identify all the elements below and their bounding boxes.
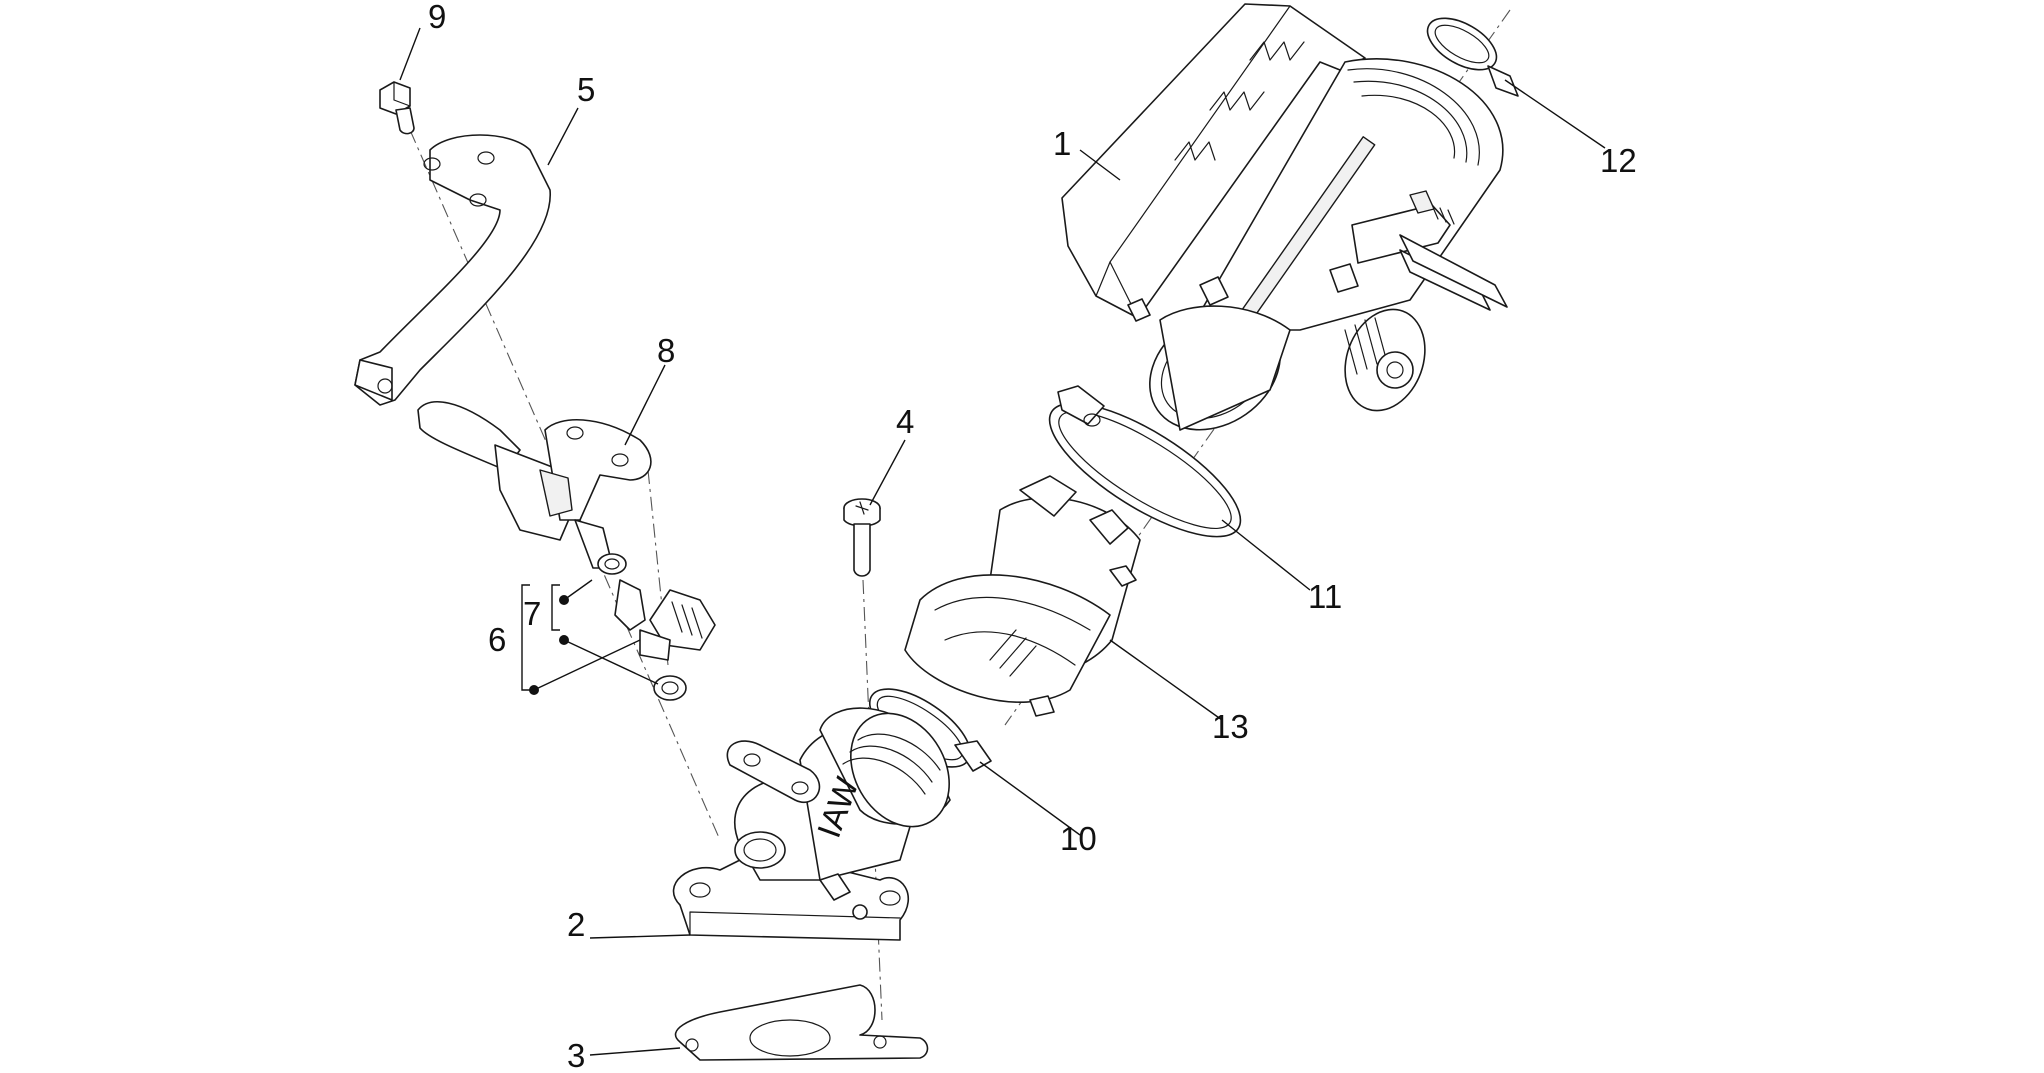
callout-10: 10 [1060,820,1097,857]
callout-4: 4 [896,403,914,440]
leader-lines [399,27,1606,1056]
screw [843,498,881,577]
support-bracket [354,134,551,406]
callout-13: 13 [1212,708,1249,745]
hose-clamp-large [1048,385,1242,538]
callout-3: 3 [567,1037,585,1073]
intake-manifold: IAW [672,707,951,941]
kit-brackets [521,579,659,695]
kit-dot [559,635,569,645]
manifold-gasket [674,984,929,1061]
callout-2: 2 [567,906,585,943]
callout-12: 12 [1600,142,1637,179]
callout-5: 5 [577,71,595,108]
kit-dot [559,595,569,605]
hose-clamp-small [1426,17,1519,97]
callout-9: 9 [428,0,446,35]
bolt [379,81,415,135]
callout-11: 11 [1308,578,1342,615]
callout-6: 6 [488,621,506,658]
callout-8: 8 [657,332,675,369]
callout-labels: 1 2 3 4 5 6 7 8 9 10 11 12 13 [428,0,1637,1073]
intake-coupling [904,475,1141,717]
callout-1: 1 [1053,125,1071,162]
injector-holder [417,401,652,569]
callout-7: 7 [523,595,541,632]
throttle-body [1061,3,1508,431]
injector-assembly [597,553,716,701]
kit-dot [529,685,539,695]
